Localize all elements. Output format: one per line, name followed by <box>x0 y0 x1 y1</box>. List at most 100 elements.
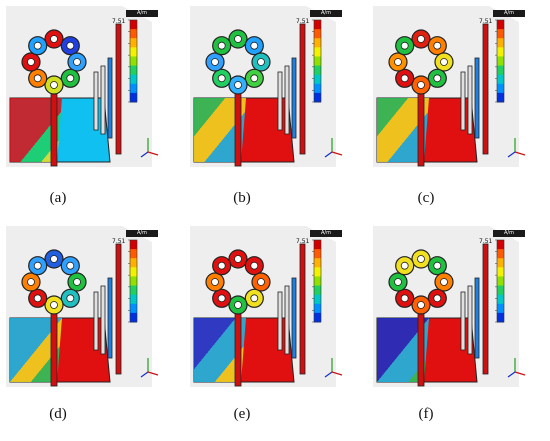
panel-caption: (c) <box>417 190 435 206</box>
feed-line <box>234 305 242 387</box>
ring-cell-hole <box>27 278 35 286</box>
colorbar-segment <box>497 267 504 277</box>
colorbar-segment <box>314 20 321 30</box>
parasitic-stub <box>93 71 99 131</box>
colorbar-segment <box>497 92 504 103</box>
colorbar-segment <box>130 276 137 287</box>
parasitic-stub <box>460 291 466 351</box>
colorbar-segment <box>314 240 321 250</box>
panel-caption: (f) <box>418 406 434 422</box>
parasitic-stub <box>100 285 106 355</box>
parasitic-stub <box>100 65 106 135</box>
colorbar-segment <box>130 83 137 94</box>
side-strip <box>115 243 122 375</box>
colorbar-max: 7.51 <box>296 18 310 25</box>
side-strip <box>482 23 489 155</box>
ring-cell-hole <box>217 294 226 303</box>
ring-cell-hole <box>440 58 448 66</box>
colorbar-unit: A/m <box>126 230 158 237</box>
ring-cell-hole <box>73 278 81 286</box>
ground-plane-current <box>10 318 62 382</box>
colorbar-segment <box>314 312 321 323</box>
ground-plane-current <box>10 98 62 162</box>
colorbar-segment <box>314 56 321 67</box>
ring-cell-hole <box>211 58 219 66</box>
colorbar-segment <box>314 47 321 57</box>
colorbar-segment <box>314 276 321 287</box>
colorbar-segment <box>314 267 321 277</box>
ring-cell-hole <box>211 278 219 286</box>
colorbar-segment <box>497 303 504 314</box>
axis-x <box>514 151 526 156</box>
ring-cell-hole <box>257 278 265 286</box>
ring-cell-hole <box>73 58 81 66</box>
side-strip <box>115 23 122 155</box>
colorbar-max: 7.51 <box>479 238 493 245</box>
side-strip <box>299 23 306 155</box>
colorbar-max: 7.51 <box>296 238 310 245</box>
colorbar-segment <box>130 92 137 103</box>
colorbar-segment <box>497 285 504 296</box>
axis-z <box>140 151 149 158</box>
feed-line <box>234 85 242 167</box>
antenna-render <box>373 226 526 387</box>
colorbar-max: 7.51 <box>479 18 493 25</box>
feed-line <box>417 85 425 167</box>
colorbar-segment <box>497 65 504 76</box>
ring-cell-hole <box>257 58 265 66</box>
colorbar-segment <box>314 74 321 85</box>
parasitic-stub <box>107 57 113 139</box>
side-strip <box>299 243 306 375</box>
ring-cell-hole <box>66 74 75 83</box>
antenna-render <box>190 6 343 167</box>
parasitic-stub <box>467 65 473 135</box>
colorbar-unit: A/m <box>493 10 525 17</box>
ring-cell-hole <box>400 74 409 83</box>
colorbar-segment <box>314 294 321 305</box>
antenna-render <box>190 226 343 387</box>
ground-plane-current <box>194 98 246 162</box>
ring-cell-hole <box>250 41 259 50</box>
colorbar-segment <box>497 38 504 48</box>
axis-z <box>507 371 516 378</box>
colorbar-segment <box>497 276 504 287</box>
colorbar-segment <box>130 65 137 76</box>
ring-cell-hole <box>417 301 425 309</box>
colorbar-segment <box>130 29 137 39</box>
axis-z <box>324 151 333 158</box>
colorbar-segment <box>314 285 321 296</box>
colorbar-segment <box>314 249 321 259</box>
axis-z <box>324 371 333 378</box>
ring-cell-hole <box>234 81 242 89</box>
axis-z <box>140 371 149 378</box>
colorbar-segment <box>497 74 504 85</box>
ring-cell-hole <box>50 35 58 43</box>
ring-cell-hole <box>33 294 42 303</box>
parasitic-stub <box>467 285 473 355</box>
ring-cell-hole <box>250 294 259 303</box>
colorbar-segment <box>130 267 137 277</box>
ring-cell-hole <box>433 74 442 83</box>
parasitic-stub <box>93 291 99 351</box>
colorbar-segment <box>130 240 137 250</box>
colorbar-segment <box>314 83 321 94</box>
ring-cell-hole <box>217 41 226 50</box>
colorbar-segment <box>130 258 137 268</box>
colorbar-segment <box>130 249 137 259</box>
colorbar-unit: A/m <box>310 230 342 237</box>
colorbar-segment <box>130 74 137 85</box>
axis-z <box>507 151 516 158</box>
ring-cell-hole <box>394 58 402 66</box>
ground-plane-current <box>194 318 246 382</box>
axis-x <box>147 151 159 156</box>
parasitic-stub <box>107 277 113 359</box>
ring-cell-hole <box>217 261 226 270</box>
ring-cell-hole <box>440 278 448 286</box>
ring-cell-hole <box>234 301 242 309</box>
colorbar-segment <box>497 47 504 57</box>
ring-cell-hole <box>417 81 425 89</box>
colorbar-segment <box>497 258 504 268</box>
colorbar-segment <box>314 29 321 39</box>
axis-x <box>514 371 526 376</box>
